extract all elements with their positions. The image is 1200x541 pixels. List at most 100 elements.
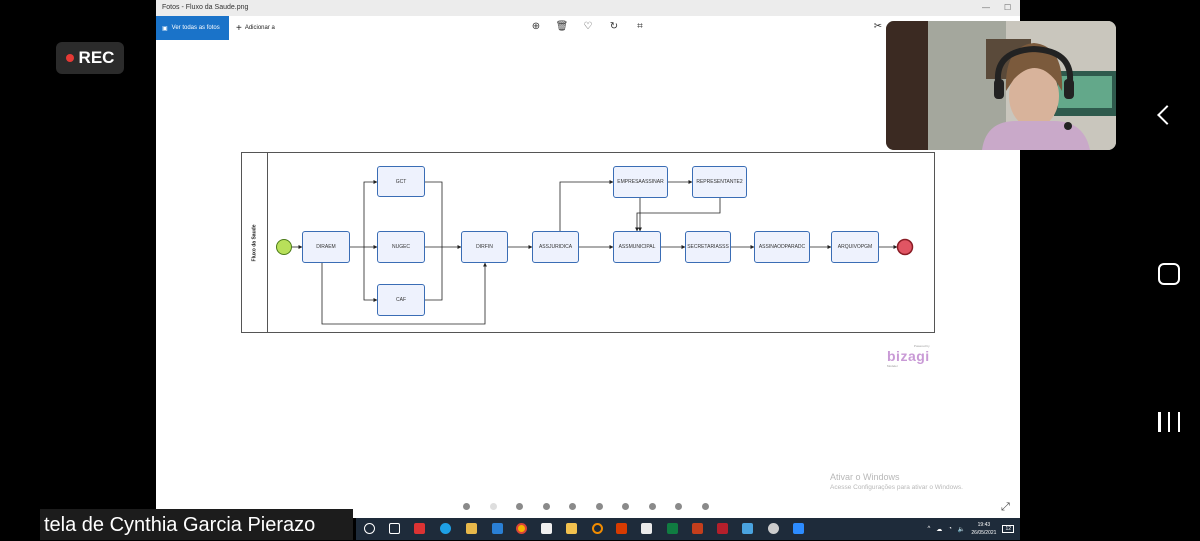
window-titlebar: Fotos - Fluxo da Saude.png — ☐	[156, 0, 1020, 16]
task-view-icon[interactable]	[389, 523, 400, 534]
delete-icon[interactable]: 🗑	[555, 21, 569, 32]
task-nugec[interactable]: NUGEC	[377, 231, 425, 263]
security-icon[interactable]	[717, 523, 728, 534]
bizagi-wordmark: bizagi	[887, 348, 930, 364]
task-assmunicipal[interactable]: ASSMUNICIPAL	[613, 231, 661, 263]
add-to-button[interactable]: + Adicionar a	[236, 16, 275, 40]
page-dot[interactable]	[595, 503, 603, 510]
rec-label: REC	[78, 48, 115, 67]
modeler-label: Modeler	[887, 364, 898, 368]
task-caf-label: CAF	[396, 297, 406, 303]
app-red-icon[interactable]	[414, 523, 425, 534]
search-app-icon[interactable]	[592, 523, 603, 534]
android-navigation-bar	[1138, 0, 1200, 540]
task-gct[interactable]: GCT	[377, 166, 425, 197]
wifi-icon[interactable]: ◔	[948, 526, 952, 532]
task-assinaodparadc[interactable]: ASSINAODPARADC	[754, 231, 810, 263]
view-all-photos-label: Ver todas as fotos	[171, 25, 220, 31]
window-title: Fotos - Fluxo da Saude.png	[162, 4, 249, 11]
cloud-icon[interactable]: ☁	[936, 526, 943, 533]
task-assjuridica-label: ASSJURIDICA	[538, 244, 573, 250]
app-white-icon[interactable]	[541, 523, 552, 534]
screen-share-caption-text: tela de Cynthia Garcia Pierazo	[44, 514, 316, 536]
task-dirfin[interactable]: DIRFIN	[461, 231, 508, 263]
add-to-label: Adicionar a	[244, 25, 275, 31]
plus-icon: +	[236, 22, 242, 34]
notifications-icon[interactable]: 12	[1002, 525, 1014, 533]
webcam-person-image	[886, 21, 1116, 150]
windows-taskbar: ^ ☁ ◔ 🔈 19:43 26/05/2021 12	[356, 518, 1020, 540]
app-gray-icon[interactable]	[768, 523, 779, 534]
page-dot[interactable]	[675, 503, 682, 510]
page-dot[interactable]	[489, 503, 497, 510]
page-indicator	[463, 503, 709, 510]
task-representante2[interactable]: REPRESENTANTE2	[692, 166, 747, 198]
minimize-icon[interactable]: —	[982, 3, 990, 12]
page-dot[interactable]	[516, 503, 523, 510]
zoom-icon[interactable]: ⊕	[531, 21, 541, 32]
task-assinaodparadc-label: ASSINAODPARADC	[758, 244, 806, 250]
document-icon[interactable]	[641, 523, 652, 534]
home-icon[interactable]	[1158, 263, 1180, 285]
view-all-photos-button[interactable]: ▣ Ver todas as fotos	[156, 16, 229, 40]
office-icon[interactable]	[616, 523, 627, 534]
task-arquivopgm-label: ARQUIVOPGM	[837, 244, 873, 250]
task-secretariasss[interactable]: SECRETARIASSS	[685, 231, 731, 263]
edge-icon[interactable]	[440, 523, 451, 534]
webcam-video	[886, 21, 1116, 150]
powered-by-label: Powered by	[913, 344, 930, 348]
search-icon[interactable]	[364, 523, 375, 534]
edit-icon[interactable]: ✂	[873, 21, 883, 32]
task-empresaassinar-label: EMPRESAASSINAR	[617, 179, 664, 185]
clock-date: 26/05/2021	[971, 530, 997, 536]
system-tray: ^ ☁ ◔ 🔈 19:43 26/05/2021 12	[927, 518, 1014, 540]
photos-toolbar: ▣ Ver todas as fotos + Adicionar a ⊕ 🗑 ♡…	[156, 16, 1020, 42]
rotate-icon[interactable]: ↻	[609, 21, 619, 32]
chevron-up-icon[interactable]: ^	[927, 526, 931, 532]
clock[interactable]: 19:43 26/05/2021	[971, 521, 996, 537]
photos-icon: ▣	[162, 25, 168, 32]
excel-icon[interactable]	[667, 523, 678, 534]
task-gct-label: GCT	[395, 178, 407, 185]
photos-app-icon[interactable]	[742, 523, 753, 534]
task-nugec-label: NUGEC	[391, 244, 411, 250]
favorite-icon[interactable]: ♡	[583, 21, 593, 32]
task-empresaassinar[interactable]: EMPRESAASSINAR	[613, 166, 668, 198]
recents-icon[interactable]	[1158, 412, 1180, 434]
record-dot-icon	[65, 54, 74, 62]
rec-badge: REC	[56, 42, 124, 74]
task-secretariasss-label: SECRETARIASSS	[687, 244, 729, 250]
page-dot[interactable]	[622, 503, 629, 510]
screen-share-caption: tela de Cynthia Garcia Pierazo	[40, 509, 353, 540]
task-assmunicipal-label: ASSMUNICIPAL	[618, 244, 656, 250]
expand-icon[interactable]: ⤢	[1001, 501, 1010, 513]
page-dot[interactable]	[463, 503, 470, 510]
task-representante2-label: REPRESENTANTE2	[696, 179, 743, 185]
task-caf[interactable]: CAF	[377, 284, 425, 316]
task-diraem[interactable]: DIRAEM	[302, 231, 350, 263]
app-blue-icon[interactable]	[492, 523, 503, 534]
page-dot[interactable]	[569, 503, 576, 510]
store-icon[interactable]	[466, 523, 477, 534]
page-dot[interactable]	[542, 503, 550, 510]
bizagi-logo: Powered by bizagi Modeler	[887, 344, 930, 368]
powerpoint-icon[interactable]	[692, 523, 703, 534]
volume-icon[interactable]: 🔈	[957, 526, 966, 533]
activation-subtitle: Acesse Configurações para ativar o Windo…	[830, 484, 963, 491]
maximize-icon[interactable]: ☐	[1004, 3, 1012, 12]
chrome-icon[interactable]	[516, 523, 527, 534]
back-icon[interactable]	[1157, 105, 1177, 125]
end-event	[896, 238, 914, 256]
page-dot[interactable]	[648, 503, 656, 510]
crop-icon[interactable]: ⌗	[637, 21, 643, 32]
zoom-app-icon[interactable]	[793, 523, 804, 534]
task-arquivopgm[interactable]: ARQUIVOPGM	[831, 231, 879, 263]
task-diraem-label: DIRAEM	[316, 244, 336, 250]
lane-label: Fluxo da Saude	[242, 153, 268, 332]
file-explorer-icon[interactable]	[566, 523, 577, 534]
task-assjuridica[interactable]: ASSJURIDICA	[532, 231, 579, 263]
clock-time: 19:43	[977, 522, 991, 528]
page-dot[interactable]	[701, 503, 709, 510]
